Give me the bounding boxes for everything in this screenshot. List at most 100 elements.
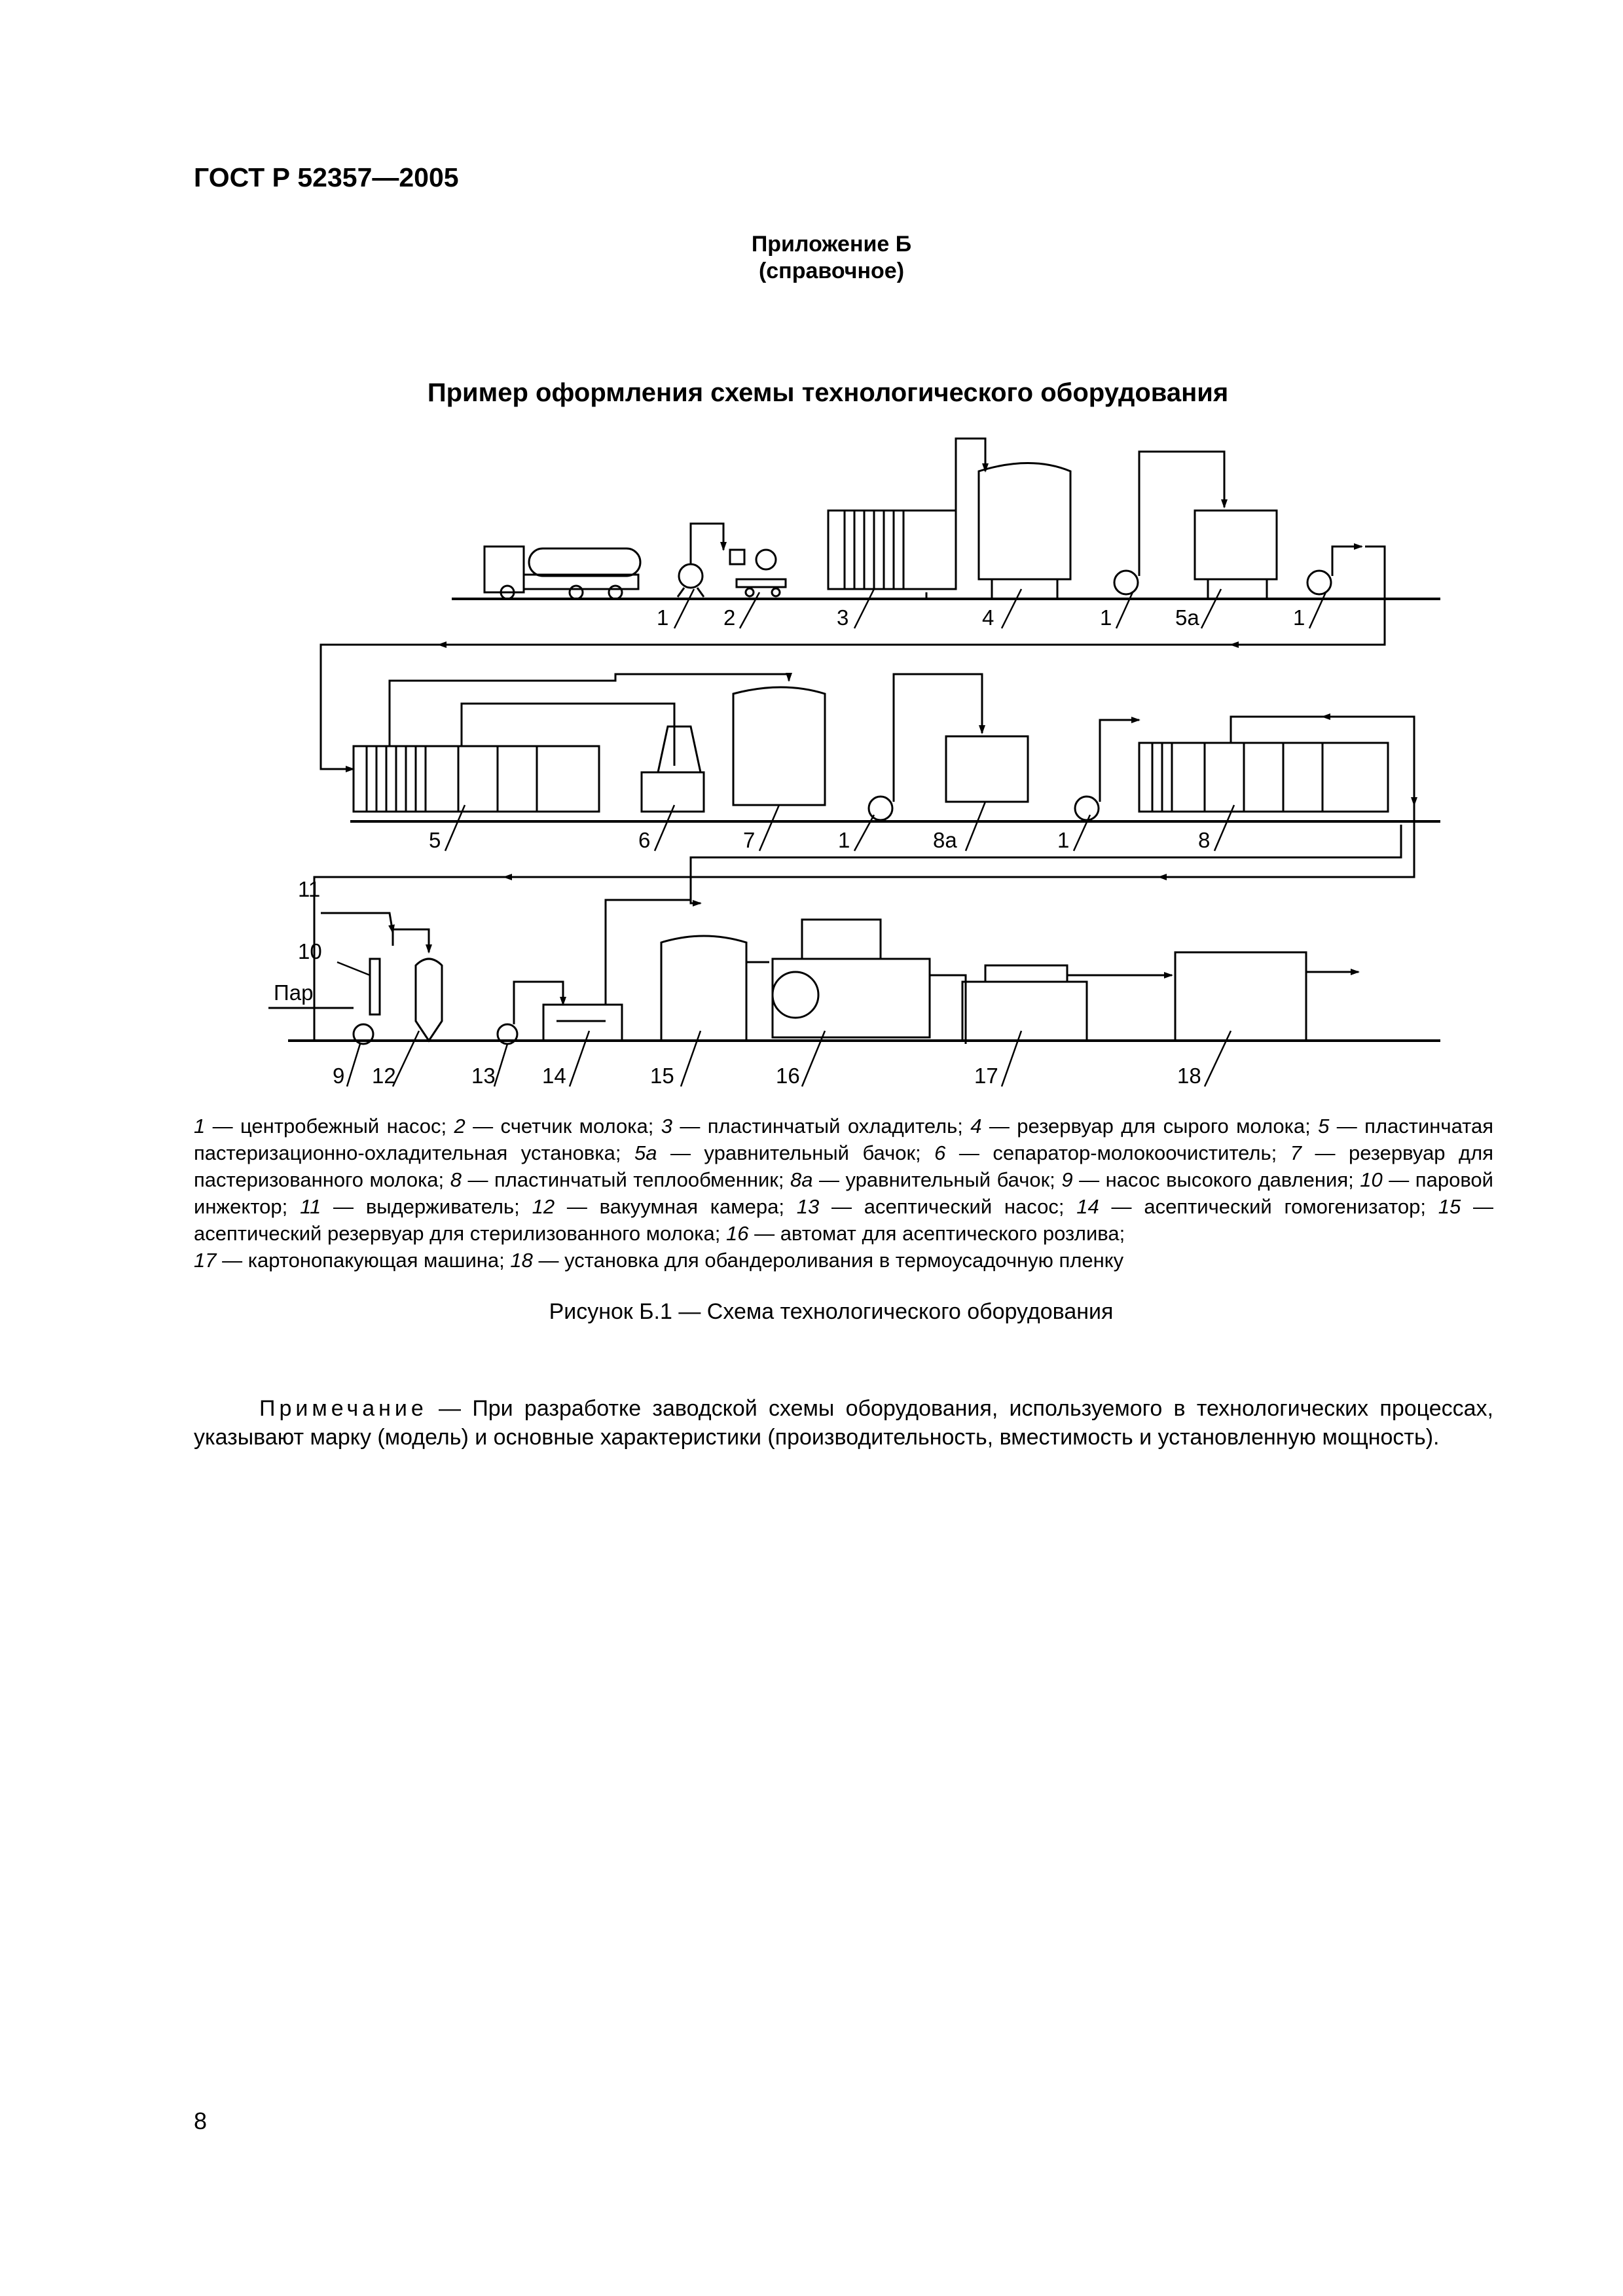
legend-item: 12 — вакуумная камера; — [532, 1195, 797, 1218]
legend-item: 9 — насос высокого давления; — [1061, 1168, 1360, 1191]
homogenizer — [542, 1003, 623, 1042]
legend-item: 11 — выдерживатель; — [300, 1195, 532, 1218]
floor-lines — [288, 598, 1440, 1042]
legend-item: 13 — асептический насос; — [797, 1195, 1077, 1218]
label-4: 4 — [982, 605, 994, 630]
label-steam: Пар — [274, 980, 313, 1005]
pump-1b — [1113, 569, 1139, 596]
legend-item-number: 18 — [510, 1249, 533, 1272]
legend-item-number: 8 — [450, 1168, 462, 1191]
heat-exchanger — [1138, 742, 1389, 813]
label-15: 15 — [650, 1064, 674, 1088]
note-text: — При разработке заводской схемы оборудо… — [194, 1396, 1493, 1450]
legend-item: 7 — резервуар для пастеризованного молок… — [194, 1141, 1493, 1191]
aseptic-filler — [771, 918, 931, 1039]
legend-item: 17 — картонопакующая машина; — [194, 1249, 510, 1272]
legend-item-number: 11 — [300, 1195, 321, 1218]
pump-9 — [352, 1023, 374, 1045]
legend-item-text: — картонопакующая машина; — [216, 1249, 511, 1272]
legend-item: 8 — пластинчатый теплообменник; — [450, 1168, 790, 1191]
pasteurization-unit — [352, 745, 600, 813]
label-16: 16 — [776, 1064, 800, 1088]
legend-item: 4 — резервуар для сырого молока; — [970, 1115, 1318, 1138]
legend-item-text: — резервуар для пастеризованного молока; — [194, 1141, 1493, 1191]
separator — [640, 725, 705, 813]
label-1: 1 — [657, 605, 668, 630]
legend-item-number: 8а — [790, 1168, 813, 1191]
balance-tank-5a — [1194, 509, 1278, 599]
note-label: Примечание — [259, 1396, 428, 1421]
legend-item-text: — уравнительный бачок; — [657, 1141, 935, 1164]
legend-item-text: — асептический насос; — [819, 1195, 1077, 1218]
legend-item-text: — вакуумная камера; — [555, 1195, 797, 1218]
legend-item-number: 13 — [796, 1195, 820, 1218]
legend-item: 8а — уравнительный бачок; — [790, 1168, 1061, 1191]
legend-item: 18 — установка для обандероливания в тер… — [510, 1249, 1123, 1272]
figure-legend: 1 — центробежный насос; 2 — счетчик моло… — [194, 1113, 1493, 1274]
label-7: 7 — [743, 828, 755, 852]
scheme-title: Пример оформления схемы технологического… — [427, 378, 1229, 407]
pump-1d — [867, 795, 894, 821]
carton-packer — [961, 964, 1088, 1042]
legend-item: 6 — сепаратор-молокоочиститель; — [934, 1141, 1290, 1164]
legend-item-text: — асептический резервуар для стерилизова… — [194, 1195, 1493, 1245]
legend-item-text: — уравнительный бачок; — [812, 1168, 1062, 1191]
balance-tank-8a — [945, 735, 1029, 803]
plate-cooler — [827, 509, 957, 599]
document-code: ГОСТ Р 52357—2005 — [194, 162, 459, 192]
legend-item: 15 — асептический резервуар для стерилиз… — [194, 1195, 1493, 1245]
label-11: 11 — [298, 877, 320, 901]
legend-item-text: — насос высокого давления; — [1072, 1168, 1360, 1191]
legend-item: 1 — центробежный насос; — [194, 1115, 454, 1138]
legend-item-number: 7 — [1290, 1141, 1302, 1164]
legend-item-text: — сепаратор-молокоочиститель; — [945, 1141, 1290, 1164]
legend-item-number: 10 — [1360, 1168, 1383, 1191]
legend-item-text: — установка для обандероливания в термоу… — [532, 1249, 1124, 1272]
label-9: 9 — [333, 1064, 344, 1088]
legend-item-number: 16 — [725, 1222, 749, 1245]
legend-item-number: 14 — [1076, 1195, 1099, 1218]
legend-item-number: 9 — [1061, 1168, 1073, 1191]
label-8a: 8а — [933, 828, 957, 852]
note-paragraph: Примечание — При разработке заводской сх… — [194, 1394, 1493, 1452]
milk-truck — [483, 545, 642, 600]
legend-item: 2 — счетчик молока; — [454, 1115, 661, 1138]
legend-item-text: — паровой инжектор; — [194, 1168, 1493, 1218]
legend-item-number: 1 — [194, 1115, 206, 1138]
legend-item-number: 5 — [1318, 1115, 1330, 1138]
raw-milk-tank — [977, 462, 1072, 599]
label-6: 6 — [638, 828, 650, 852]
legend-item-text: — выдерживатель; — [321, 1195, 532, 1218]
appendix-title: Приложение Б — [751, 232, 912, 257]
label-1: 1 — [838, 828, 850, 852]
legend-item-number: 4 — [970, 1115, 982, 1138]
appendix-subtitle: (справочное) — [758, 259, 905, 283]
label-14: 14 — [542, 1064, 566, 1088]
label-1: 1 — [1293, 605, 1305, 630]
legend-item-number: 2 — [454, 1115, 465, 1138]
steam-injector-10 — [369, 958, 381, 1016]
shrink-wrap-machine — [1174, 951, 1307, 1042]
legend-item-number: 5а — [634, 1141, 657, 1164]
legend-item: 10 — паровой инжектор; — [194, 1168, 1493, 1218]
label-1: 1 — [1100, 605, 1112, 630]
legend-item-text: — счетчик молока; — [465, 1115, 661, 1138]
label-5a: 5а — [1175, 605, 1199, 630]
legend-item-text: — резервуар для сырого молока; — [981, 1115, 1319, 1138]
pasteurized-milk-tank — [732, 686, 826, 806]
legend-item-number: 12 — [532, 1195, 555, 1218]
legend-item-number: 3 — [661, 1115, 672, 1138]
page-number: 8 — [194, 2108, 208, 2134]
label-10: 10 — [298, 939, 322, 963]
equipment-scheme-diagram: 1 2 3 4 1 5а 1 5 6 7 1 8а 1 8 9 12 13 14… — [268, 437, 1440, 1088]
milk-meter — [729, 548, 787, 598]
legend-item-number: 15 — [1438, 1195, 1461, 1218]
legend-item: 5 — пластинчатая пастеризационно-охладит… — [194, 1115, 1493, 1164]
label-8: 8 — [1198, 828, 1210, 852]
label-5: 5 — [429, 828, 441, 852]
label-12: 12 — [372, 1064, 396, 1088]
legend-item-text: — пластинчатая пастеризационно-охладител… — [194, 1115, 1494, 1164]
leader-lines — [321, 588, 1327, 1087]
pump-1a — [676, 563, 705, 598]
legend-item-number: 17 — [194, 1249, 217, 1272]
